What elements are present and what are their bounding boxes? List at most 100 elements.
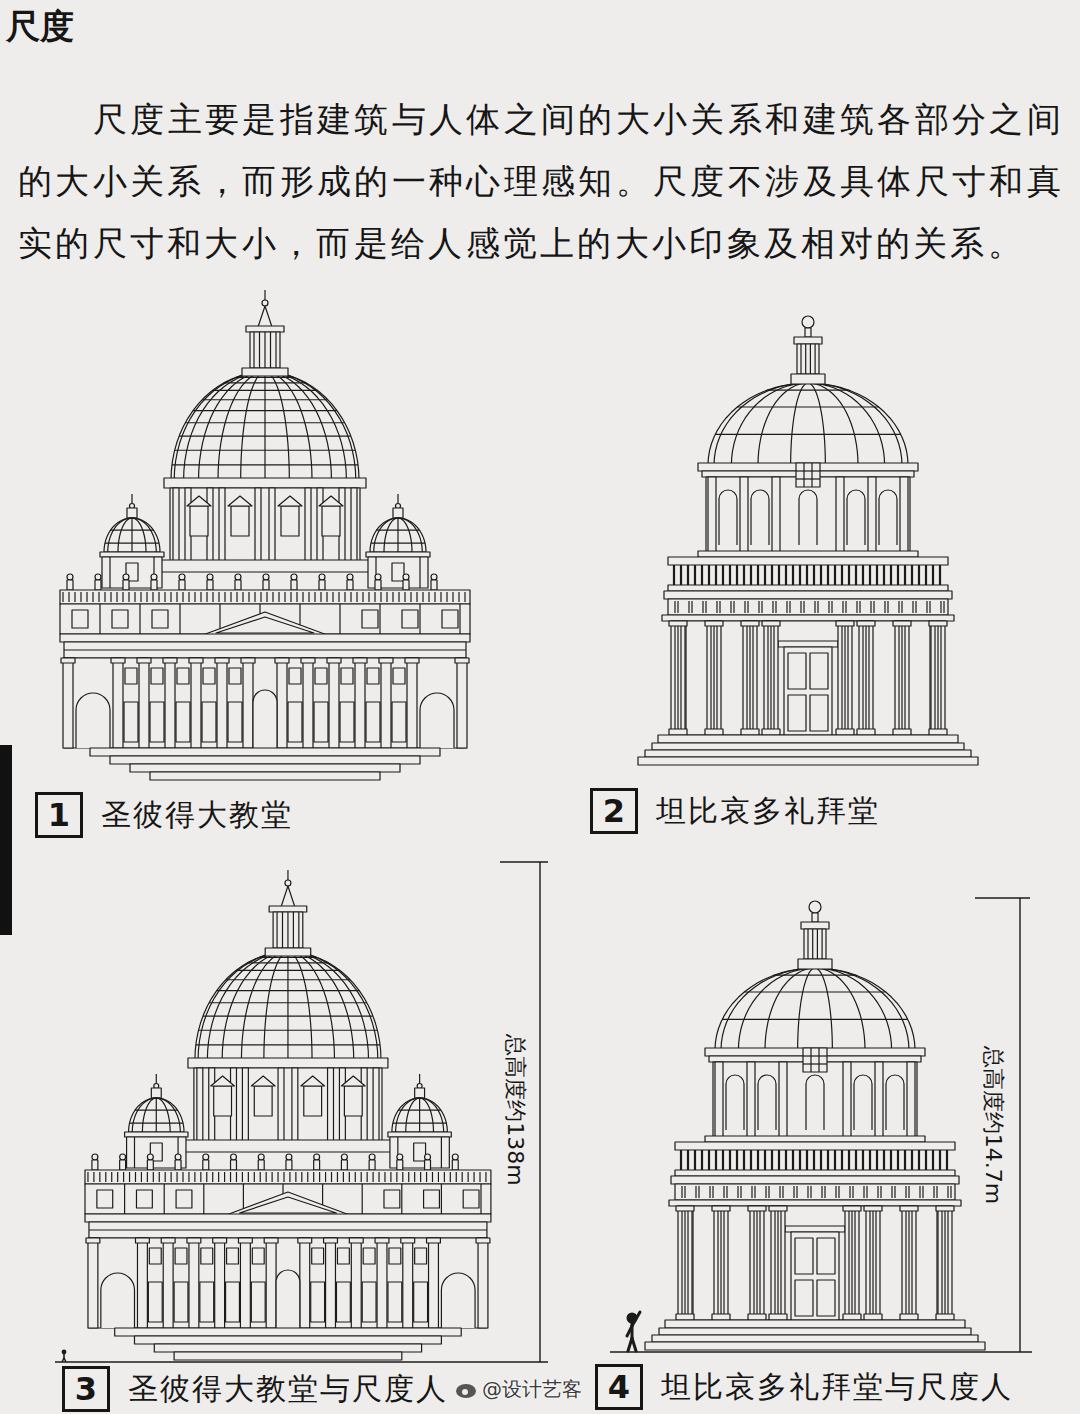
line-art: [112, 610, 128, 628]
line-art: [828, 601, 829, 613]
line-art: [291, 574, 297, 580]
line-art: [835, 1186, 836, 1198]
line-art: [156, 1074, 157, 1083]
st-peter-elevation: [60, 290, 470, 780]
line-art: [664, 591, 952, 599]
line-art: [478, 1238, 488, 1328]
line-art: [174, 1352, 402, 1360]
line-art: [375, 1238, 389, 1243]
line-art: [396, 1098, 420, 1132]
body-paragraph: 尺度主要是指建筑与人体之间的大小关系和建筑各部分之间的大小关系，而形成的一种心理…: [18, 88, 1064, 274]
line-art: [231, 1160, 237, 1170]
line-art: [101, 1273, 135, 1328]
line-art: [288, 952, 335, 1060]
line-art: [427, 1238, 441, 1243]
line-art: [539, 862, 540, 1362]
line-art: [123, 574, 129, 580]
line-art: [134, 592, 135, 602]
line-art: [314, 702, 328, 742]
line-art: [199, 372, 265, 480]
line-art: [671, 621, 685, 735]
line-art: [836, 477, 844, 553]
line-art: [794, 337, 822, 344]
line-art: [224, 1172, 225, 1182]
line-art: [753, 1211, 754, 1314]
line-art: [808, 383, 858, 465]
line-art: [251, 1076, 275, 1086]
line-art: [420, 693, 454, 748]
line-art: [695, 1186, 696, 1198]
line-art: [764, 1150, 766, 1170]
line-art: [163, 658, 177, 663]
line-art: [206, 1172, 207, 1182]
line-art: [856, 601, 857, 613]
line-art: [459, 604, 460, 634]
line-art: [322, 506, 340, 536]
line-art: [698, 551, 918, 557]
line-art: [854, 1075, 872, 1130]
line-art: [203, 668, 215, 684]
line-art: [384, 518, 398, 552]
line-art: [375, 574, 381, 580]
line-art: [392, 702, 406, 742]
line-art: [701, 565, 703, 585]
line-art: [934, 626, 935, 729]
line-art: [675, 1170, 955, 1176]
line-art: [675, 1142, 955, 1150]
line-art: [202, 702, 216, 742]
line-art: [798, 968, 815, 1050]
line-art: [265, 948, 311, 956]
figure-caption: 坦比哀多礼拜堂: [656, 791, 880, 831]
line-art: [67, 574, 73, 580]
line-art: [370, 518, 426, 552]
line-art: [452, 592, 453, 602]
line-art: [455, 658, 469, 663]
line-art: [420, 1172, 421, 1182]
dimension-label: 总高度约14.7m: [980, 1046, 1006, 1204]
line-art: [189, 1238, 199, 1328]
line-art: [366, 552, 430, 557]
line-art: [799, 490, 817, 545]
line-art: [152, 592, 153, 602]
line-art: [86, 592, 87, 602]
line-art: [266, 592, 267, 602]
line-art: [795, 1238, 813, 1274]
line-art: [918, 565, 920, 585]
line-art: [904, 1150, 906, 1170]
line-art: [60, 634, 470, 642]
line-art: [139, 604, 140, 634]
line-art: [468, 1172, 469, 1182]
callout-number: 3: [62, 1366, 110, 1412]
line-art: [217, 658, 227, 748]
line-art: [866, 1186, 867, 1198]
line-art: [814, 601, 815, 613]
line-art: [645, 750, 971, 757]
line-art: [375, 580, 381, 590]
line-art: [419, 604, 420, 634]
line-art: [843, 1314, 861, 1320]
line-art: [104, 518, 160, 552]
line-art: [206, 592, 207, 602]
line-art: [403, 1238, 413, 1328]
line-art: [315, 668, 327, 684]
line-art: [362, 592, 363, 602]
line-art: [743, 565, 745, 585]
line-art: [189, 658, 203, 663]
line-art: [130, 764, 400, 772]
line-art: [901, 601, 902, 613]
line-art: [876, 565, 878, 585]
line-art: [97, 1190, 113, 1208]
line-art: [248, 1172, 249, 1182]
callout-number: 2: [590, 788, 638, 834]
line-art: [500, 861, 548, 862]
line-art: [235, 574, 241, 580]
line-art: [179, 604, 180, 634]
figure-callout: 2 坦比哀多礼拜堂: [590, 788, 880, 834]
line-art: [372, 1172, 373, 1182]
line-art: [869, 1211, 870, 1314]
line-art: [392, 1098, 447, 1132]
line-art: [392, 592, 393, 602]
line-art: [761, 601, 762, 613]
line-art: [301, 1076, 325, 1086]
line-art: [152, 610, 168, 628]
